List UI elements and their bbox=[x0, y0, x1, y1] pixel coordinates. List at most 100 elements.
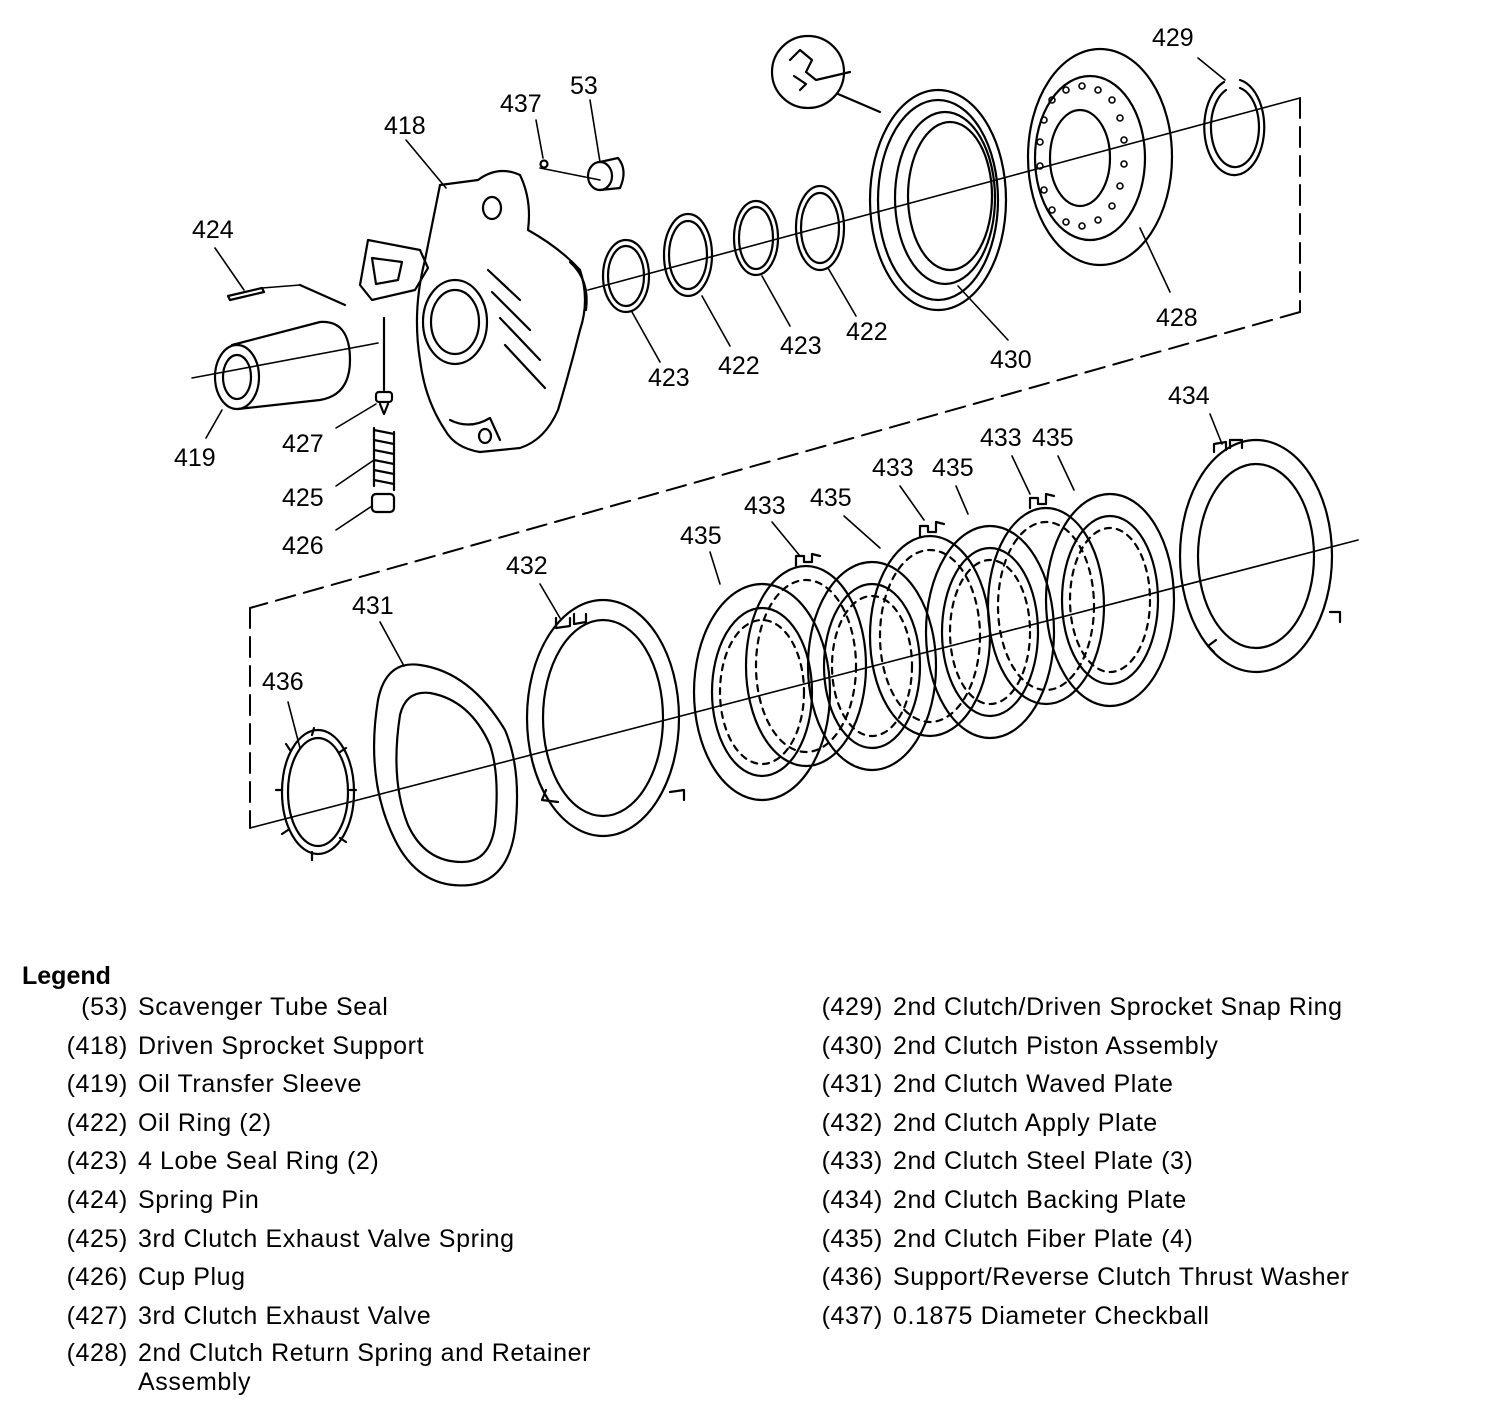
legend-item-description: Cup Plug bbox=[138, 1263, 246, 1292]
exhaust-valve-427 bbox=[374, 316, 394, 416]
legend-item-number: (432) bbox=[821, 1108, 883, 1137]
snap-ring-429 bbox=[1203, 78, 1266, 177]
legend-item: (428)2nd Clutch Return Spring and Retain… bbox=[40, 1339, 680, 1403]
oil-transfer-sleeve-419 bbox=[213, 320, 352, 411]
legend-column-left: (53) Scavenger Tube Seal (418) Driven Spro… bbox=[40, 992, 680, 1403]
fiber-plate-435-a bbox=[692, 582, 832, 802]
scavenger-tube-seal-53 bbox=[586, 156, 625, 192]
legend-item-number: (429) bbox=[821, 993, 883, 1021]
legend-item: (53) Scavenger Tube Seal bbox=[40, 992, 680, 1031]
steel-plate-433-a bbox=[744, 552, 868, 768]
exploded-view-diagram: 429 437 53 418 424 428 423 422 423 422 4… bbox=[174, 24, 1359, 887]
callout-424: 424 bbox=[192, 216, 234, 244]
legend-item: (419)Oil Transfer Sleeve bbox=[40, 1069, 680, 1108]
legend-item-description: 2nd Clutch Waved Plate bbox=[893, 1070, 1174, 1099]
upper-centerline bbox=[191, 97, 1301, 379]
lower-centerline bbox=[249, 539, 1359, 829]
legend-item: (432) 2nd Clutch Apply Plate bbox=[795, 1108, 1495, 1147]
callout-431: 431 bbox=[352, 592, 394, 620]
legend-item-description: Oil Ring (2) bbox=[138, 1108, 272, 1137]
legend-item: (418) Driven Sprocket Support bbox=[40, 1031, 680, 1070]
callout-422b: 422 bbox=[846, 318, 888, 346]
callout-435c: 435 bbox=[1032, 424, 1074, 452]
legend-item: (430)2nd Clutch Piston Assembly bbox=[795, 1031, 1495, 1070]
callout-430: 430 bbox=[990, 346, 1032, 374]
legend-item-number: (437) bbox=[821, 1301, 883, 1330]
callout-433b: 433 bbox=[872, 454, 914, 482]
legend-item-description: 4 Lobe Seal Ring (2) bbox=[138, 1147, 380, 1176]
callout-433c: 433 bbox=[980, 424, 1022, 452]
fiber-plate-435-d bbox=[1044, 492, 1176, 708]
callout-436: 436 bbox=[262, 668, 304, 696]
callout-leaders bbox=[205, 57, 1226, 749]
legend-item: (429)2nd Clutch/Driven Sprocket Snap Rin… bbox=[795, 992, 1495, 1031]
legend-item: (433)2nd Clutch Steel Plate (3) bbox=[795, 1146, 1495, 1185]
callout-434: 434 bbox=[1168, 382, 1210, 410]
legend-item-number: (427) bbox=[66, 1301, 128, 1330]
legend-item-description: Scavenger Tube Seal bbox=[138, 993, 389, 1021]
legend-item-number: (53) bbox=[81, 993, 128, 1021]
seal-ring-423-b bbox=[732, 199, 780, 277]
legend-item-description: 3rd Clutch Exhaust Valve bbox=[138, 1301, 432, 1330]
callout-429: 429 bbox=[1152, 24, 1194, 52]
callout-423b: 423 bbox=[780, 332, 822, 360]
fiber-plate-435-c bbox=[924, 524, 1056, 740]
legend-item-description: 2nd Clutch Fiber Plate (4) bbox=[893, 1224, 1194, 1253]
callout-418: 418 bbox=[384, 112, 426, 140]
legend-item-number: (431) bbox=[821, 1070, 883, 1099]
legend-item: (435) 2nd Clutch Fiber Plate (4) bbox=[795, 1224, 1495, 1263]
clutch-piston-430 bbox=[868, 88, 1008, 312]
callout-435b: 435 bbox=[932, 454, 974, 482]
legend-item-description: 2nd Clutch Apply Plate bbox=[893, 1108, 1158, 1137]
legend-item-number: (426) bbox=[66, 1263, 128, 1292]
legend-item-description: 3rd Clutch Exhaust Valve Spring bbox=[138, 1224, 515, 1253]
cup-plug-426 bbox=[370, 492, 396, 514]
callout-labels: 429 437 53 418 424 428 423 422 423 422 4… bbox=[174, 24, 1210, 696]
callout-425: 425 bbox=[282, 484, 324, 512]
callout-433a: 433 bbox=[744, 492, 786, 520]
piston-seal-detail-bubble bbox=[770, 34, 882, 114]
callout-427: 427 bbox=[282, 430, 324, 458]
legend-item-number: (418) bbox=[66, 1031, 128, 1060]
fiber-plate-435-b bbox=[806, 560, 938, 772]
legend-item: (424) Spring Pin bbox=[40, 1185, 680, 1224]
exhaust-valve-spring-425 bbox=[372, 426, 396, 492]
return-spring-retainer-428 bbox=[1026, 47, 1174, 267]
legend-item-description: 2nd Clutch Steel Plate (3) bbox=[893, 1147, 1194, 1176]
callout-432: 432 bbox=[506, 552, 548, 580]
legend-item-number: (430) bbox=[821, 1031, 883, 1060]
steel-plate-433-c bbox=[986, 492, 1106, 706]
callout-423a: 423 bbox=[648, 364, 690, 392]
legend-item-description: Spring Pin bbox=[138, 1185, 260, 1214]
callout-53: 53 bbox=[570, 72, 598, 100]
legend-item-number: (436) bbox=[821, 1263, 883, 1292]
spring-pin-424 bbox=[226, 283, 347, 307]
callout-435a: 435 bbox=[810, 484, 852, 512]
callout-426: 426 bbox=[282, 532, 324, 560]
legend-item-description: Driven Sprocket Support bbox=[138, 1031, 425, 1060]
legend-item: (423)4 Lobe Seal Ring (2) bbox=[40, 1146, 680, 1185]
backing-plate-434 bbox=[1178, 438, 1342, 674]
oil-ring-422-b bbox=[794, 184, 846, 272]
legend-item-number: (419) bbox=[66, 1070, 128, 1099]
legend-item-number: (425) bbox=[66, 1224, 128, 1253]
legend-item-number: (422) bbox=[66, 1108, 128, 1137]
legend-item-description: 2nd Clutch Return Spring and Retainer As… bbox=[138, 1339, 592, 1397]
legend-item: (427) 3rd Clutch Exhaust Valve bbox=[40, 1301, 680, 1340]
callout-419: 419 bbox=[174, 444, 216, 472]
callout-422a: 422 bbox=[718, 352, 760, 380]
legend-column-right: (429)2nd Clutch/Driven Sprocket Snap Rin… bbox=[795, 992, 1495, 1339]
legend-item-number: (434) bbox=[821, 1185, 883, 1214]
legend-item: (437)0.1875 Diameter Checkball bbox=[795, 1301, 1495, 1340]
legend-item-number: (424) bbox=[66, 1185, 128, 1214]
thrust-washer-436 bbox=[274, 726, 358, 862]
callout-437: 437 bbox=[500, 90, 542, 118]
legend-item: (434)2nd Clutch Backing Plate bbox=[795, 1185, 1495, 1224]
callout-435d: 435 bbox=[680, 522, 722, 550]
checkball-437 bbox=[539, 159, 549, 169]
legend-item: (422) Oil Ring (2) bbox=[40, 1108, 680, 1147]
legend-item-number: (435) bbox=[821, 1224, 883, 1253]
legend: Legend (53)Scavenger Tube Seal (418)Driv… bbox=[0, 962, 1504, 1412]
legend-item: (431) 2nd Clutch Waved Plate bbox=[795, 1069, 1495, 1108]
oil-ring-422-a bbox=[662, 212, 714, 298]
